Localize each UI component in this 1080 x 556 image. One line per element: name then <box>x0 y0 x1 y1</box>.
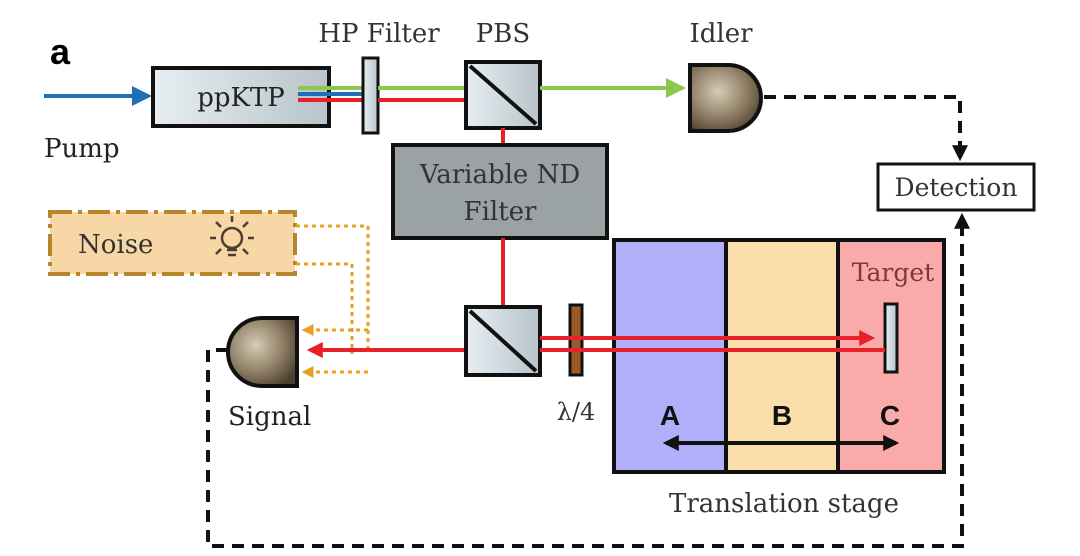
idler-detector <box>688 63 763 133</box>
lightbulb-icon <box>210 216 254 257</box>
noise-light-paths <box>296 224 370 354</box>
signal-detection-line <box>206 212 970 548</box>
zone-a-label: A <box>660 400 680 431</box>
ppktp-label: ppKTP <box>197 83 285 113</box>
ppktp-crystal <box>151 66 331 128</box>
pbs-bottom <box>464 305 542 377</box>
beam-splitter-icon <box>468 309 538 373</box>
idler-label: Idler <box>689 19 753 49</box>
pump-label: Pump <box>44 134 120 164</box>
detection-label: Detection <box>895 173 1018 202</box>
variable-nd-label-1: Variable ND <box>419 160 580 190</box>
zone-b-label: B <box>772 400 792 431</box>
beam-splitter-icon <box>468 64 538 126</box>
signal-detector <box>226 316 299 388</box>
target <box>883 302 899 374</box>
hp-filter <box>361 56 380 135</box>
variable-nd-filter <box>391 143 609 240</box>
translation-stage-label: Translation stage <box>669 489 899 519</box>
variable-nd-label-2: Filter <box>464 197 538 227</box>
hp-filter-label: HP Filter <box>318 19 440 49</box>
signal-label: Signal <box>228 402 311 432</box>
target-label: Target <box>852 258 934 287</box>
noise-arrows <box>301 324 368 378</box>
zone-b <box>724 238 840 474</box>
panel-label: a <box>50 31 71 72</box>
pbs-label: PBS <box>476 19 530 49</box>
quarter-wave-label: λ/4 <box>557 398 596 426</box>
zone-a <box>612 238 728 474</box>
pbs-top <box>464 60 542 130</box>
noise-box <box>48 210 297 276</box>
noise-label: Noise <box>78 230 153 260</box>
zone-c-label: C <box>880 400 900 431</box>
idler-detection-line <box>764 95 968 162</box>
detection-box <box>876 162 1036 212</box>
